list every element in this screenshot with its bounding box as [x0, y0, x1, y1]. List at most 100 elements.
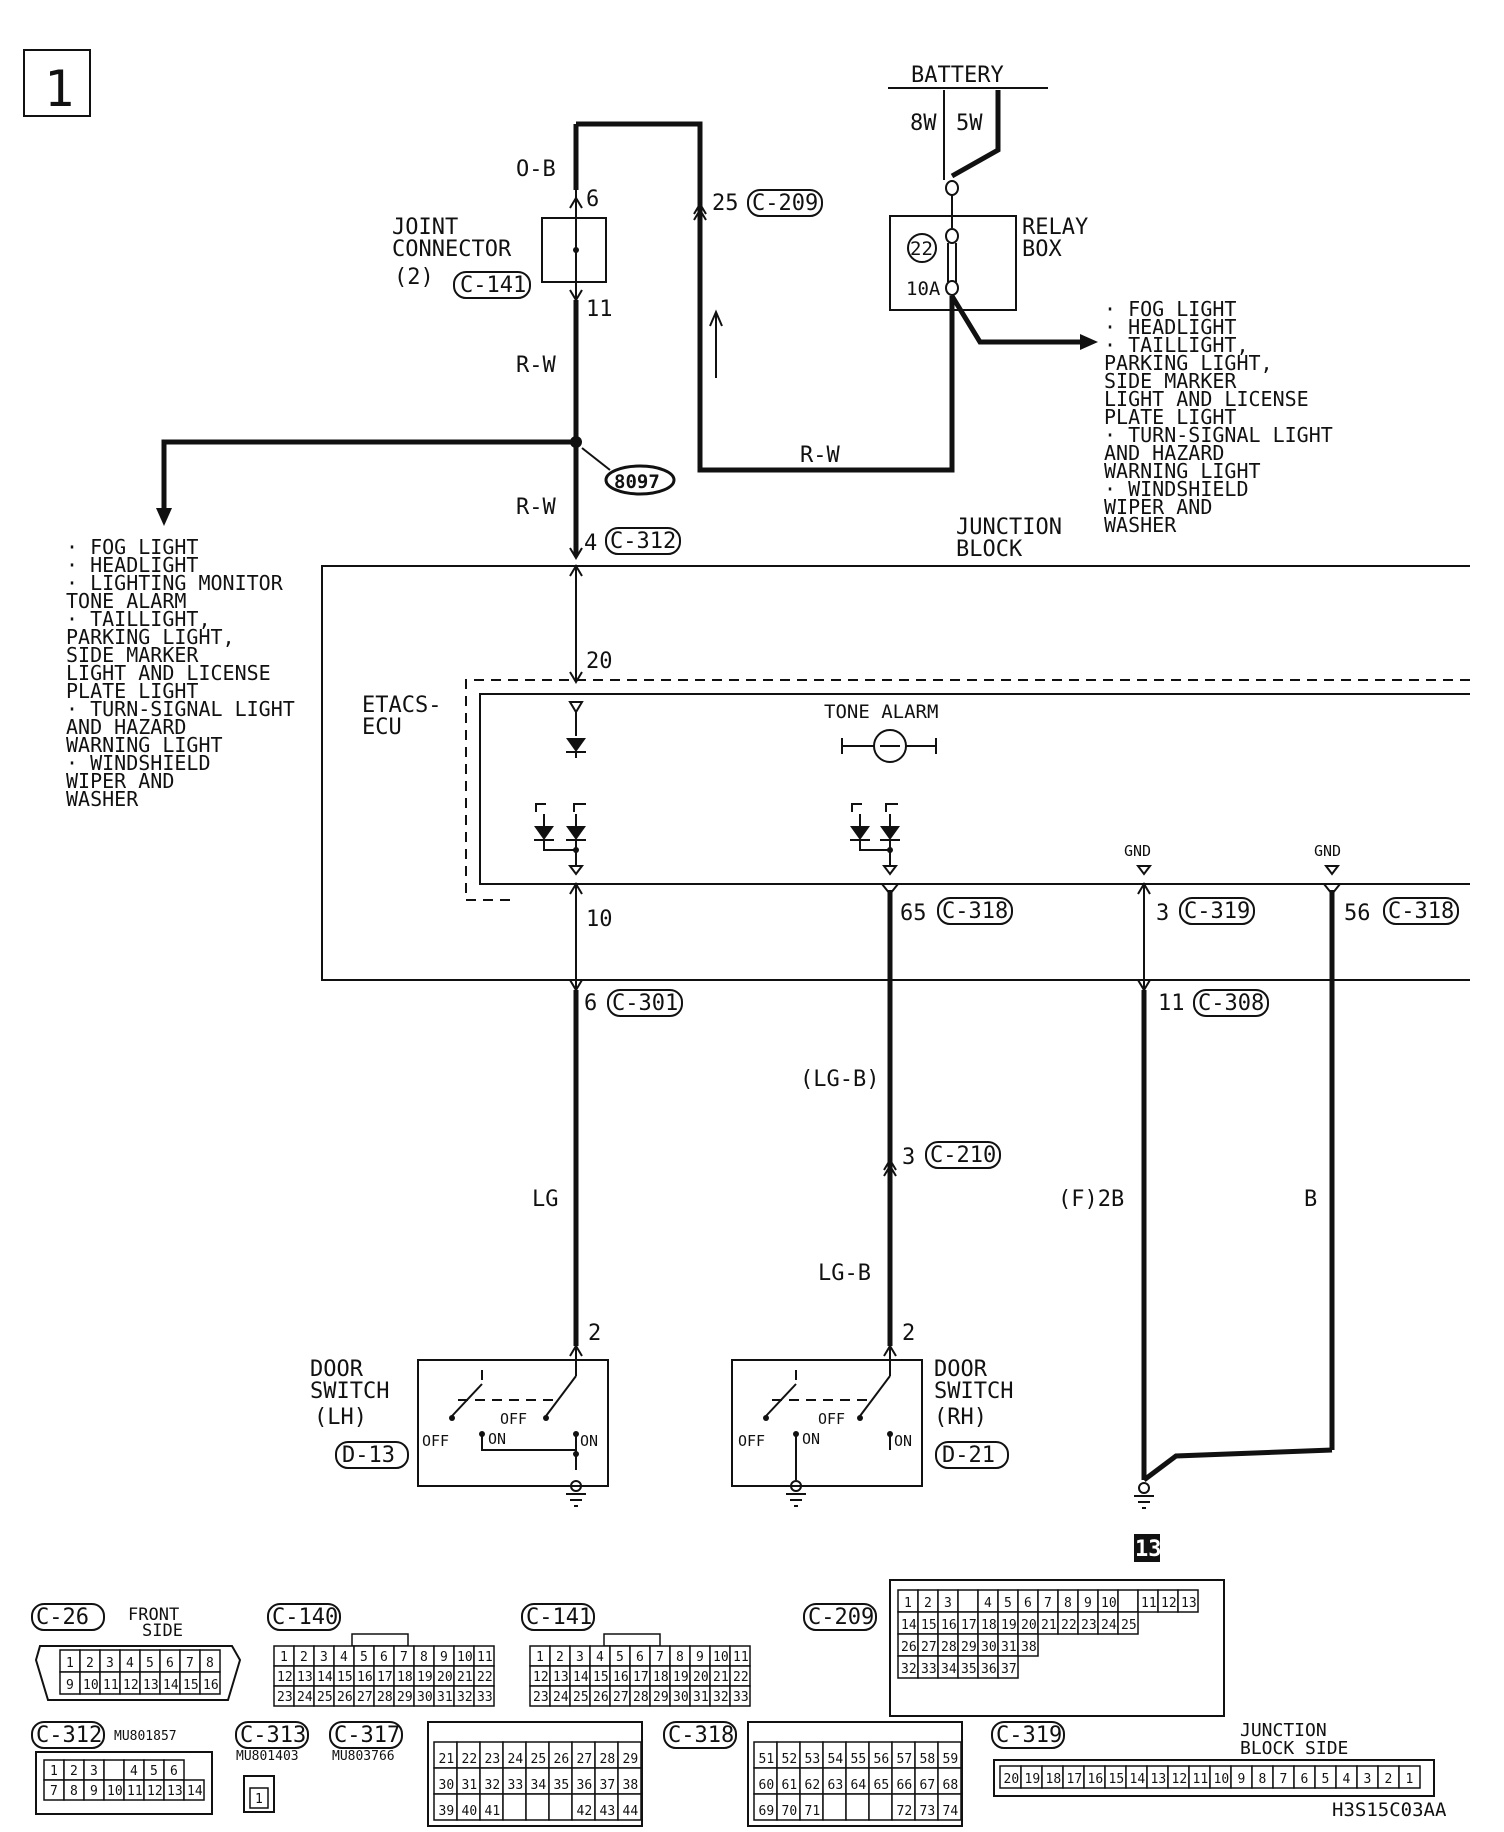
c319-pin-16: 16	[1088, 1772, 1104, 1787]
c317-pin-23: 23	[485, 1752, 501, 1767]
door-lh-connector: D-13	[342, 1443, 395, 1468]
c140-pin-4: 4	[340, 1650, 348, 1665]
c209-pin-20: 20	[1021, 1618, 1037, 1633]
left-output-item-4-line-2: WARNING LIGHT	[66, 733, 223, 757]
c141-pin-21: 21	[713, 1670, 729, 1685]
junction-block-label-1: JUNCTION	[956, 515, 1062, 540]
c209-pin-29: 29	[961, 1640, 977, 1655]
c140-pin-2: 2	[300, 1650, 308, 1665]
c313-part: MU801403	[236, 1749, 299, 1764]
c318-pin-68: 68	[943, 1778, 959, 1793]
wire-ob: O-B	[516, 157, 556, 182]
c318b-label: C-318	[1388, 899, 1454, 924]
c141-pin-2: 2	[556, 1650, 564, 1665]
c209-label: C-209	[752, 191, 818, 216]
c317-pin-42: 42	[577, 1804, 593, 1819]
left-output-list: · FOG LIGHT· HEADLIGHT· LIGHTING MONITOR…	[66, 535, 295, 811]
c140-pin-26: 26	[337, 1690, 353, 1705]
c140-pin-9: 9	[440, 1650, 448, 1665]
left-output-item-2-line-0: · LIGHTING MONITOR	[66, 571, 284, 595]
splice-number: 8097	[614, 471, 660, 493]
c209-pin-31: 31	[1001, 1640, 1017, 1655]
left-output-item-5-line-0: · WINDSHIELD	[66, 751, 211, 775]
door-rh-label-3: (RH)	[934, 1405, 987, 1430]
c317-pin-24: 24	[508, 1752, 524, 1767]
c312-pin-5: 5	[150, 1764, 158, 1779]
c141-pin-8: 8	[676, 1650, 684, 1665]
relay-box-label-1: RELAY	[1022, 215, 1088, 240]
battery-wire-5w: 5W	[956, 111, 983, 136]
door-lh-on-1: ON	[488, 1430, 506, 1448]
relay-output-item-2-line-1: PARKING LIGHT,	[1104, 351, 1273, 375]
door-lh-label-1: DOOR	[310, 1357, 364, 1382]
door-lh-pin: 2	[588, 1321, 601, 1346]
c317-pin-39: 39	[439, 1804, 455, 1819]
c141-pin-1: 1	[536, 1650, 544, 1665]
joint-pin-top: 6	[586, 187, 599, 212]
joint-connector	[541, 217, 607, 283]
c318-pin-57: 57	[897, 1752, 913, 1767]
c318-pin-66: 66	[897, 1778, 913, 1793]
c140-pin-13: 13	[297, 1670, 313, 1685]
c26-pin-6: 6	[166, 1656, 174, 1671]
c141-pin-27: 27	[613, 1690, 629, 1705]
c209-pin-23: 23	[1081, 1618, 1097, 1633]
c317-pin-31: 31	[462, 1778, 478, 1793]
c26-pin-12: 12	[123, 1678, 139, 1693]
c317-pin-22: 22	[462, 1752, 478, 1767]
left-output-item-2-line-1: TONE ALARM	[66, 589, 186, 613]
c319-pin-19: 19	[1025, 1772, 1041, 1787]
c26-pin-13: 13	[143, 1678, 159, 1693]
c26-pin-1: 1	[66, 1656, 74, 1671]
diode-pair-left	[534, 803, 586, 876]
c140-pin-19: 19	[417, 1670, 433, 1685]
c312-pin-7: 7	[50, 1784, 58, 1799]
c141-pin-3: 3	[576, 1650, 584, 1665]
c317-part: MU803766	[332, 1749, 395, 1764]
c26-pin-5: 5	[146, 1656, 154, 1671]
etacs-label-2: ECU	[362, 715, 402, 740]
c26-caption-2: SIDE	[142, 1621, 183, 1641]
gnd-label-1: GND	[1124, 842, 1151, 860]
c141-pin-20: 20	[693, 1670, 709, 1685]
c317-pin-30: 30	[439, 1778, 455, 1793]
c141-pin-6: 6	[636, 1650, 644, 1665]
c141-pin-4: 4	[596, 1650, 604, 1665]
c319-pin: 3	[1156, 901, 1169, 926]
c26-pin-8: 8	[206, 1656, 214, 1671]
ground-point	[1138, 1482, 1150, 1494]
junction-block-label-2: BLOCK	[956, 537, 1023, 562]
c26-pin-11: 11	[103, 1678, 119, 1693]
wire-f2b: (F)2B	[1058, 1187, 1124, 1212]
c318-pin-67: 67	[920, 1778, 936, 1793]
c318-pin-73: 73	[920, 1804, 936, 1819]
c209-pin-8: 8	[1064, 1596, 1072, 1611]
c209-pin-22: 22	[1061, 1618, 1077, 1633]
c319-caption-1: JUNCTION	[1240, 1720, 1327, 1741]
c318-pin-71: 71	[805, 1804, 821, 1819]
c141-pin-15: 15	[593, 1670, 609, 1685]
c209-pin-17: 17	[961, 1618, 977, 1633]
c141-pin-14: 14	[573, 1670, 589, 1685]
c319-pin-10: 10	[1214, 1772, 1230, 1787]
c209-pin-6: 6	[1024, 1596, 1032, 1611]
left-output-item-5-line-2: WASHER	[66, 787, 139, 811]
c317-pin-37: 37	[600, 1778, 616, 1793]
c210-pin: 3	[902, 1145, 915, 1170]
c140-pin-22: 22	[477, 1670, 493, 1685]
c209-pin-4: 4	[984, 1596, 992, 1611]
c319-caption-2: BLOCK SIDE	[1240, 1738, 1348, 1759]
left-output-item-3-line-3: LIGHT AND LICENSE	[66, 661, 271, 685]
c141-pin-28: 28	[633, 1690, 649, 1705]
c318-view-name: C-318	[668, 1723, 734, 1748]
joint-connector-id: C-141	[460, 273, 526, 298]
c140-pin-10: 10	[457, 1650, 473, 1665]
c318-pin-64: 64	[851, 1778, 867, 1793]
c319-pin-11: 11	[1193, 1772, 1209, 1787]
left-output-item-1-line-0: · HEADLIGHT	[66, 553, 198, 577]
c209-pin-11: 11	[1141, 1596, 1157, 1611]
c313-pin-1: 1	[255, 1792, 263, 1807]
